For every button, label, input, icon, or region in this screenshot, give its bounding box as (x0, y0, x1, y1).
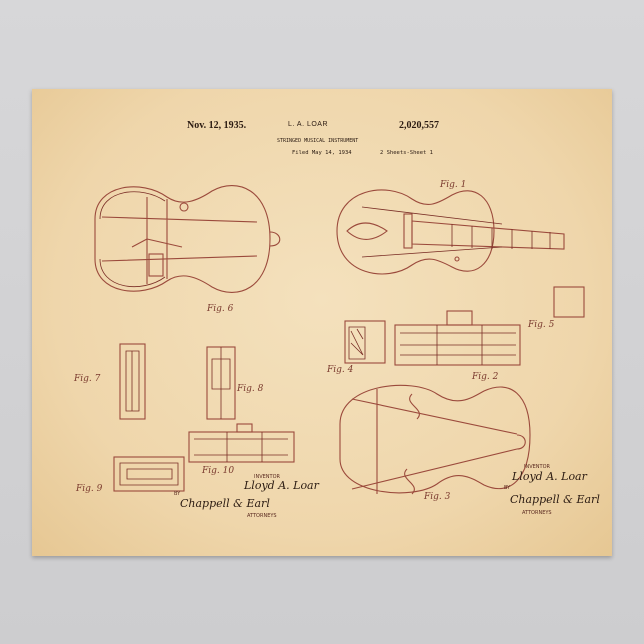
patent-inventor: L. A. LOAR (288, 121, 329, 128)
fig-2-drawing: Fig. 2 (394, 310, 521, 382)
fig-6-drawing: Fig. 6 (94, 185, 281, 314)
patent-number: 2,020,557 (399, 120, 439, 131)
fig-10-drawing: Fig. 10 (188, 423, 295, 476)
by-label-left: BY (174, 491, 181, 497)
right-signature-block: INVENTOR Lloyd A. Loar BY Chappell & Ear… (504, 464, 600, 516)
fig-2-label: Fig. 2 (471, 372, 499, 382)
patent-poster: Nov. 12, 1935. L. A. LOAR 2,020,557 STRI… (32, 89, 612, 556)
filed-date: Filed May 14, 1934 (292, 150, 352, 156)
left-signature-block: INVENTOR Lloyd A. Loar BY Chappell & Ear… (174, 474, 320, 519)
sheet-count: 2 Sheets-Sheet 1 (380, 150, 433, 156)
fig-9-drawing: Fig. 9 (75, 456, 185, 494)
fig-8-drawing: Fig. 8 (206, 346, 264, 420)
patent-date: Nov. 12, 1935. (187, 120, 247, 131)
fig-7-drawing: Fig. 7 (73, 343, 146, 420)
fig-4-label: Fig. 4 (326, 365, 354, 375)
inventor-name-left: Lloyd A. Loar (243, 479, 320, 492)
attorneys-label-left: ATTORNEYS (247, 513, 277, 519)
fig-3-drawing: Fig. 3 (339, 384, 531, 502)
inventor-label-left: INVENTOR (254, 474, 281, 480)
fig-9-label: Fig. 9 (75, 484, 103, 494)
by-label-right: BY (504, 485, 511, 491)
patent-title: STRINGED MUSICAL INSTRUMENT (277, 138, 359, 144)
fig-6-label: Fig. 6 (206, 304, 234, 314)
inventor-name-right: Lloyd A. Loar (511, 470, 588, 483)
fig-10-label: Fig. 10 (201, 466, 234, 476)
fig-7-label: Fig. 7 (73, 374, 101, 384)
fig-4-drawing: Fig. 4 (326, 320, 386, 375)
inventor-label-right: INVENTOR (524, 464, 551, 470)
fig-3-label: Fig. 3 (423, 492, 451, 502)
fig-5-drawing: Fig. 5 (527, 286, 585, 330)
fig-5-label: Fig. 5 (527, 320, 555, 330)
attorneys-label-right: ATTORNEYS (522, 510, 552, 516)
patent-drawing: Fig. 6 Fig. 1 Fig. 5 Fig. 4 (73, 180, 600, 519)
fig-8-label: Fig. 8 (236, 384, 264, 394)
attorney-signature-left: Chappell & Earl (180, 497, 270, 510)
attorney-signature-right: Chappell & Earl (510, 493, 600, 506)
fig-1-label: Fig. 1 (439, 180, 466, 190)
fig-1-drawing: Fig. 1 (336, 180, 565, 275)
